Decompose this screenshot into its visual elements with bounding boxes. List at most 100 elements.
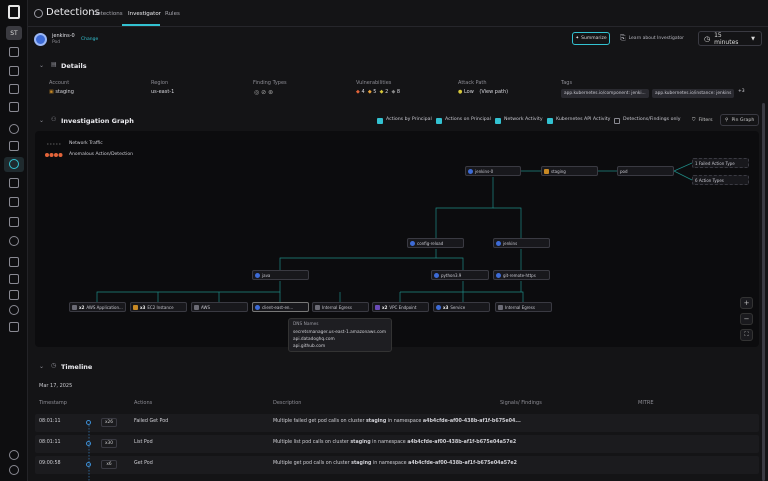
chevron-down-icon[interactable]: ⌄: [39, 363, 45, 370]
fit-view-icon[interactable]: ⛶: [740, 329, 753, 341]
legend-anomalous-dots: [45, 153, 63, 157]
account-icon[interactable]: [9, 290, 19, 300]
chevron-down-icon: ▼: [751, 35, 755, 42]
graph-node[interactable]: Internal Egress: [495, 302, 552, 312]
view-path-link[interactable]: (View path): [479, 89, 509, 95]
graph-node[interactable]: java: [252, 270, 309, 280]
account-label: Account: [49, 80, 70, 86]
zoom-out-button[interactable]: −: [740, 313, 753, 325]
pin-graph-button[interactable]: ⚲Pin Graph: [720, 114, 760, 126]
row-count: x30: [101, 439, 117, 448]
pod-avatar-icon: [34, 33, 47, 46]
check-icon[interactable]: [9, 217, 19, 227]
tag-chip[interactable]: app.kubernetes.io/instance: jenkins: [652, 89, 735, 98]
graph-node[interactable]: git-remote-https: [493, 270, 550, 280]
zoom-in-button[interactable]: +: [740, 297, 753, 309]
gear-icon[interactable]: [9, 257, 19, 267]
filters-button[interactable]: ⛉Filters: [692, 117, 713, 124]
app-icon: [72, 304, 77, 310]
graph-node[interactable]: 1 Failed Action Type: [692, 158, 749, 168]
scrollbar[interactable]: [762, 103, 765, 481]
graph-node[interactable]: 6 Action Types: [692, 175, 749, 185]
pod-kind: Pod: [52, 40, 61, 45]
tab-detections[interactable]: Detections: [93, 11, 123, 17]
filter-checkbox[interactable]: [495, 118, 501, 124]
tab-rules[interactable]: Rules: [165, 11, 180, 17]
filter-checkbox[interactable]: [377, 118, 383, 124]
timeline-dot: [86, 420, 91, 425]
avatar[interactable]: ST: [6, 26, 22, 40]
table-row[interactable]: 08:01:11 x26 Failed Get Pod Multiple fai…: [35, 414, 759, 432]
graph-node[interactable]: python3.9: [431, 270, 489, 280]
region-label: Region: [151, 80, 169, 86]
policy-icon[interactable]: [9, 197, 19, 207]
timeline-icon: ◷: [51, 362, 57, 369]
close-icon[interactable]: [9, 124, 19, 134]
graph-node[interactable]: pod: [617, 166, 674, 176]
chevron-down-icon[interactable]: ⌄: [39, 117, 45, 124]
table-row[interactable]: 08:01:11 x30 List Pod Multiple list pod …: [35, 435, 759, 453]
summarize-label: Summarize: [581, 36, 607, 41]
entity-header: jenkins-0 Pod Change ✦Summarize ⎘Learn a…: [28, 27, 768, 53]
graph-node[interactable]: jenkins: [493, 238, 550, 248]
people-icon[interactable]: [9, 305, 19, 315]
process-icon: [255, 272, 260, 278]
active-tab-indicator: [122, 24, 160, 26]
timeline-dot: [86, 462, 91, 467]
time-range-value: 15 minutes: [714, 31, 739, 46]
time-range-select[interactable]: ◷15 minutes▼: [698, 31, 762, 46]
row-action: Failed Get Pod: [134, 419, 169, 424]
graph-edge: [157, 292, 401, 302]
summarize-button[interactable]: ✦Summarize: [572, 32, 610, 45]
details-icon: ▤: [51, 61, 57, 68]
plugin-icon[interactable]: [9, 274, 19, 284]
detections-icon[interactable]: [9, 159, 19, 169]
filter-checkbox[interactable]: [436, 118, 442, 124]
graph-node[interactable]: staging: [541, 166, 598, 176]
learn-label: Learn about Investigator: [628, 36, 684, 41]
compliance-icon[interactable]: [9, 236, 19, 246]
graph-node[interactable]: Internal Egress: [312, 302, 369, 312]
pin-icon: ⚲: [725, 117, 729, 123]
help-icon[interactable]: [9, 450, 19, 460]
tag-chip[interactable]: app.kubernetes.io/component: jenki...: [561, 89, 649, 98]
graph-node[interactable]: jenkins-0: [465, 166, 521, 176]
pod-name: jenkins-0: [52, 33, 75, 39]
table-row[interactable]: 09:00:58 x6 Get Pod Multiple get pod cal…: [35, 456, 759, 474]
tree-icon[interactable]: [9, 322, 19, 332]
row-time: 09:00:58: [39, 461, 61, 466]
graph-node[interactable]: config-reload: [407, 238, 464, 248]
shield-icon[interactable]: [9, 141, 19, 151]
account-value: ▣ staging: [49, 89, 74, 95]
timeline-dot: [86, 441, 91, 446]
learn-button[interactable]: ⎘Learn about Investigator: [620, 32, 688, 45]
graph-edge: [493, 207, 522, 238]
filter-checkbox[interactable]: [614, 118, 620, 124]
filter-checkbox[interactable]: [547, 118, 553, 124]
book-icon[interactable]: [9, 102, 19, 112]
change-link[interactable]: Change: [81, 37, 99, 42]
graph-node[interactable]: client-east-en...: [252, 302, 309, 312]
user-settings-icon[interactable]: [9, 465, 19, 475]
endpoint-icon: [255, 304, 260, 310]
egress-icon: [498, 304, 503, 310]
lock-icon[interactable]: [9, 178, 19, 188]
cluster-icon: ▣: [49, 89, 56, 95]
tab-investigator[interactable]: Investigator: [128, 11, 161, 17]
graph-legend: Network Traffic Anomalous Action/Detecti…: [40, 138, 135, 161]
inventory-icon[interactable]: [9, 84, 19, 94]
tags-more[interactable]: +3: [738, 89, 745, 94]
reports-icon[interactable]: [9, 66, 19, 76]
logo-icon[interactable]: [8, 5, 20, 19]
egress-icon: [315, 304, 320, 310]
timeline-title: Timeline: [61, 363, 93, 371]
graph-node[interactable]: AWS: [191, 302, 248, 312]
dashboard-icon[interactable]: [9, 47, 19, 57]
chevron-down-icon[interactable]: ⌄: [39, 62, 45, 69]
graph-edge: [435, 177, 494, 238]
